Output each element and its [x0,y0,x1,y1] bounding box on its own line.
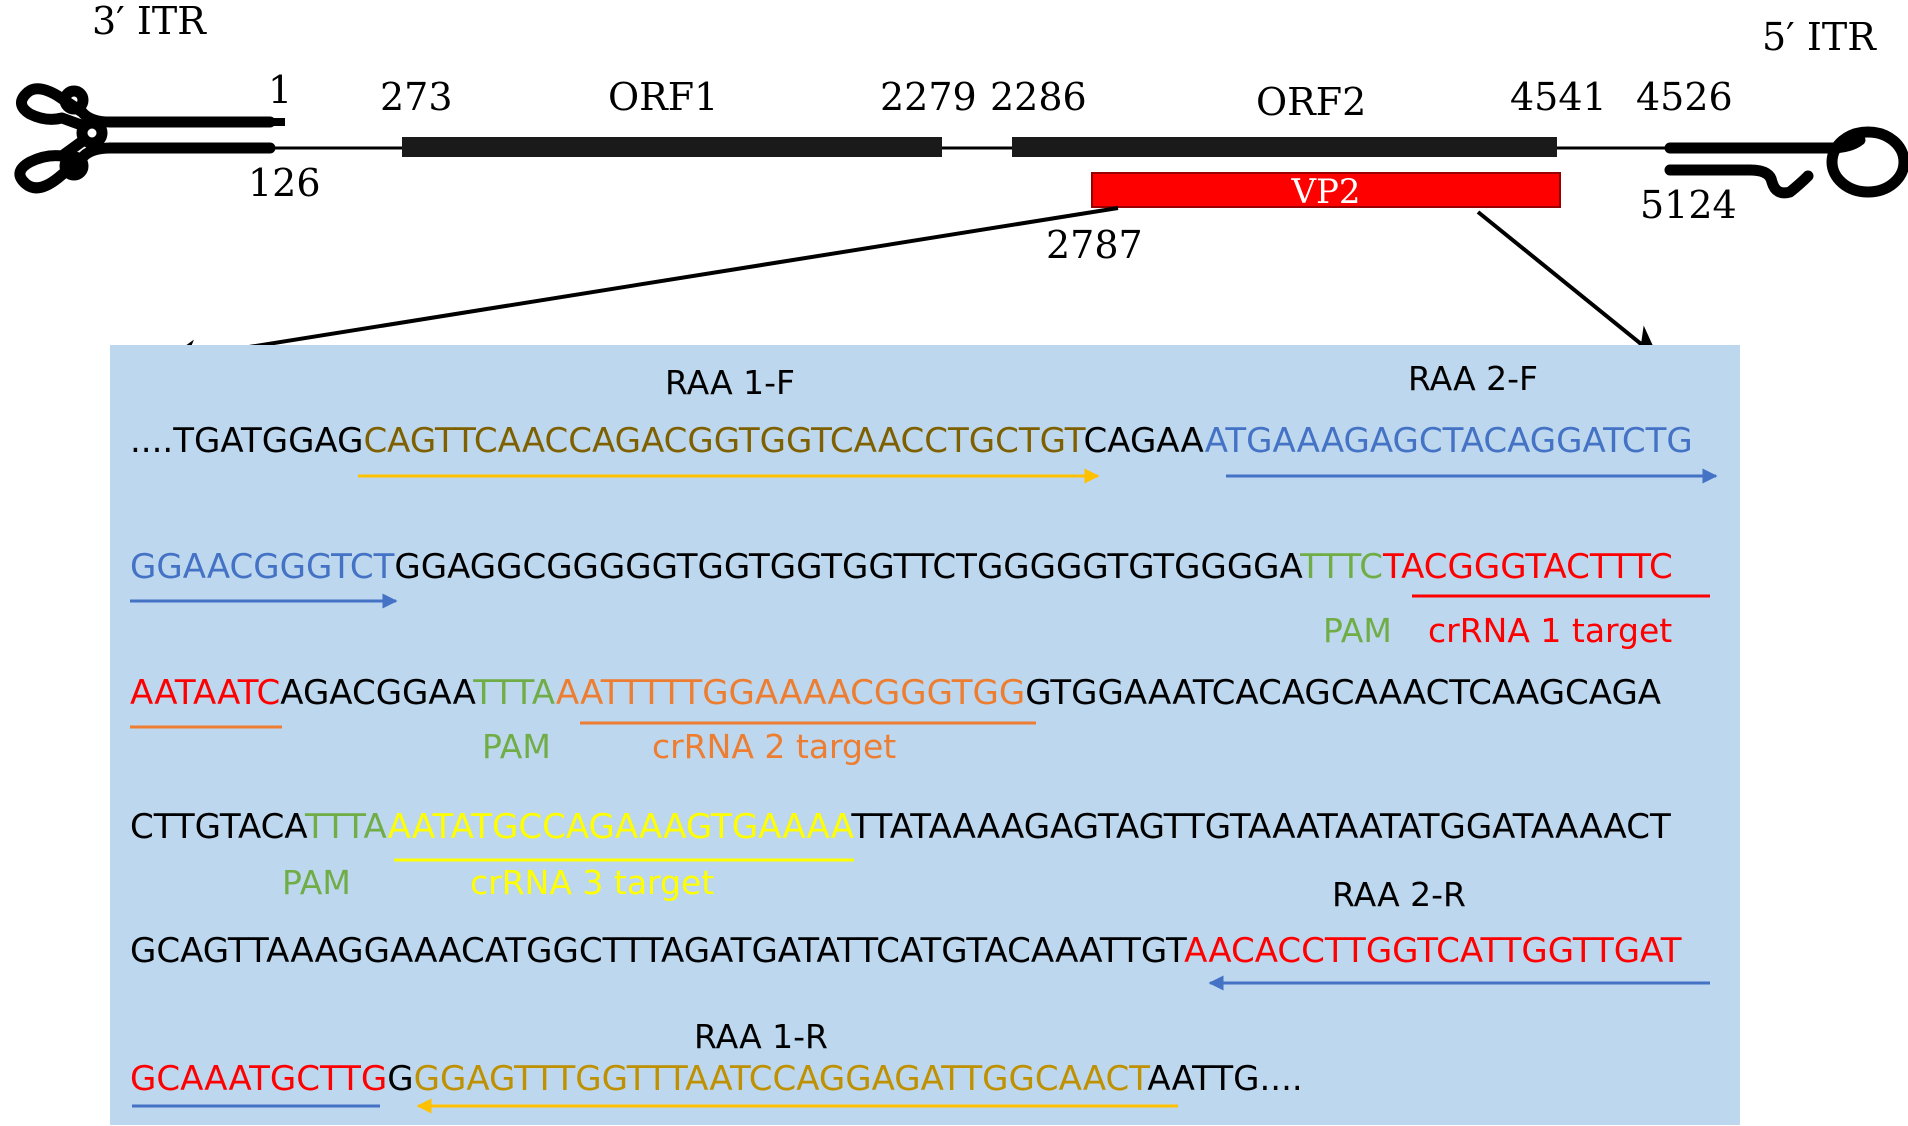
sequence-row4: CTTGTACATTTAAATATGCCAGAAAGTGAAAATTATAAAA… [130,807,1671,847]
sequence-row1-segment-1: CAGTTCAACCAGACGGTGGTCAACCTGCTGT [363,421,1085,461]
sequence-row6-segment-0: GCAAATGCTTG [130,1059,387,1099]
sequence-row6-segment-3: AATTG.... [1147,1059,1302,1099]
sequence-row5-segment-1: AACACCTTGGTCATTGGTTGAT [1184,931,1682,971]
sequence-row2-segment-0: GGAACGGGTCT [130,547,395,587]
sequence-row3-segment-1: AGACGGAA [280,673,475,713]
crRNA2-label: crRNA 2 target [652,727,896,766]
sequence-panel [110,345,1740,1125]
pam-label-1: PAM [1323,611,1392,650]
position-2286: 2286 [990,75,1087,119]
left-itr-hairpin-icon [14,83,276,194]
orf2-bar [1012,137,1557,157]
sequence-row2-segment-3: TACGGGTACTTTC [1382,547,1673,587]
pam-label-2: PAM [482,727,551,766]
position-273: 273 [380,75,453,119]
orf2-label: ORF2 [1256,80,1366,124]
sequence-row2: GGAACGGGTCTGGAGGCGGGGGTGGTGGTGGTTCTGGGGG… [130,547,1673,587]
sequence-row3-segment-0: AATAATC [130,673,280,713]
sequence-row5-segment-0: GCAGTTAAAGGAAACATGGCTTTAGATGATATTCATGTAC… [130,931,1187,971]
raa1f-label: RAA 1-F [665,363,795,402]
sequence-row4-segment-1: TTTA [304,807,388,847]
sequence-row2-segment-2: TTTC [1299,547,1383,587]
position-2787: 2787 [1046,223,1143,267]
raa2f-label: RAA 2-F [1408,359,1538,398]
raa1r-label: RAA 1-R [694,1017,828,1056]
sequence-row4-segment-3: TTATAAAAGAGTAGTTGTAAATAATATGGATAAAACT [850,807,1671,847]
position-4526: 4526 [1636,75,1733,119]
sequence-row1-segment-2: CAGAA [1084,421,1205,461]
vp2-label: VP2 [1290,172,1360,212]
crRNA1-label: crRNA 1 target [1428,611,1672,650]
zoom-arrow-right [1476,210,1659,359]
right-itr-hairpin-icon [1664,126,1908,199]
sequence-rows: ....TGATGGAGCAGTTCAACCAGACGGTGGTCAACCTGC… [130,421,1693,1099]
left-itr-label: 3′ ITR [92,0,207,43]
sequence-row6-segment-2: GGAGTTTGGTTTAATCCAGGAGATTGGCAACT [414,1059,1151,1099]
sequence-row5: GCAGTTAAAGGAAACATGGCTTTAGATGATATTCATGTAC… [130,931,1682,971]
orf1-bar [402,137,942,157]
crRNA3-label: crRNA 3 target [470,863,714,902]
sequence-row6-segment-1: G [387,1059,413,1099]
position-126: 126 [248,161,321,205]
zoom-arrow-left [164,206,1119,372]
sequence-row1-segment-0: ....TGATGGAG [130,421,363,461]
sequence-row3-segment-4: GTGGAAATCACAGCAAACTCAAGCAGA [1025,673,1661,713]
genome-map: VP2 3′ ITR 5′ ITR 1 126 273 ORF1 2279 22… [14,0,1908,267]
orf1-label: ORF1 [608,75,718,119]
vp2-bar [1091,172,1561,208]
sequence-row3-segment-2: TTTA [472,673,556,713]
sequence-row3: AATAATCAGACGGAATTTAAATTTTTGGAAAACGGGTGGG… [130,673,1661,713]
sequence-row2-segment-1: GGAGGCGGGGGTGGTGGTGGTTCTGGGGGTGTGGGGA [394,547,1302,587]
sequence-row6: GCAAATGCTTGGGGAGTTTGGTTTAATCCAGGAGATTGGC… [130,1059,1303,1099]
position-1: 1 [268,68,292,112]
position-4541: 4541 [1510,75,1607,119]
sequence-row3-segment-3: AATTTTTGGAAAACGGGTGG [556,673,1025,713]
position-2279: 2279 [880,75,977,119]
right-itr-label: 5′ ITR [1762,15,1877,59]
sequence-row1: ....TGATGGAGCAGTTCAACCAGACGGTGGTCAACCTGC… [130,421,1693,461]
pam-label-3: PAM [282,863,351,902]
raa2r-label: RAA 2-R [1332,875,1466,914]
sequence-row4-segment-0: CTTGTACA [130,807,307,847]
sequence-row4-segment-2: AATATGCCAGAAAGTGAAAA [388,807,854,847]
position-5124: 5124 [1640,183,1737,227]
sequence-row1-segment-3: ATGAAAGAGCTACAGGATCTG [1205,421,1693,461]
